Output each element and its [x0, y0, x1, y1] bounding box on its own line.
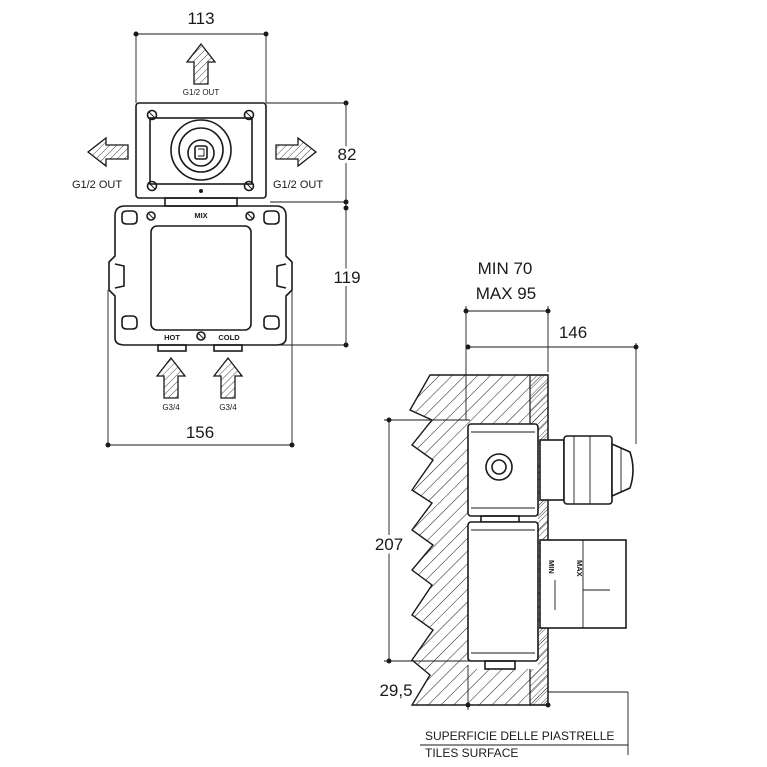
lower-mounting-frame: [108, 205, 293, 346]
mix-label: MIX: [194, 211, 207, 220]
inlet-left-label: G3/4: [162, 403, 180, 412]
tile-surface-note-en: TILES SURFACE: [425, 746, 518, 760]
min-depth-label: MIN 70: [478, 259, 533, 278]
dim-right-upper-label: 82: [338, 145, 357, 164]
cold-label: COLD: [218, 333, 240, 342]
dim-bottom-label: 156: [186, 423, 214, 442]
outlet-top-label: G1/2 OUT: [183, 88, 220, 97]
outlet-left-label: G1/2 OUT: [72, 179, 122, 191]
scale-max-label: MAX: [575, 560, 584, 577]
outlet-top-arrow-icon: [185, 42, 217, 85]
inlet-right-label: G3/4: [219, 403, 237, 412]
inlet-hot-arrow-icon: [155, 356, 187, 399]
outlet-right-label: G1/2 OUT: [273, 179, 323, 191]
side-upper-body: [467, 423, 539, 517]
dim-tile-label: 29,5: [379, 681, 412, 700]
cartridge-icon: [170, 119, 232, 181]
hot-label: HOT: [164, 333, 180, 342]
max-depth-label: MAX 95: [476, 284, 536, 303]
outlet-left-arrow-icon: [86, 136, 129, 168]
side-view: MIN MAX MIN 70 MAX 95 146 207 29,5: [371, 259, 639, 755]
dim-top-label: 113: [187, 9, 214, 28]
frame-slots: [114, 210, 287, 330]
dim-height-label: 207: [375, 535, 403, 554]
upper-screws: [146, 109, 255, 192]
inlet-cold-arrow-icon: [212, 356, 244, 399]
side-lower-body: [467, 521, 539, 662]
side-cartridge-icon: [539, 435, 634, 505]
upper-valve-inner: [149, 117, 253, 185]
dim-right-lower-label: 119: [333, 268, 360, 287]
dim-depth-label: 146: [559, 323, 587, 342]
tile-surface-note-it: SUPERFICIE DELLE PIASTRELLE: [425, 729, 614, 743]
depth-scale: [539, 539, 627, 629]
side-outlet-icon: [485, 453, 513, 481]
front-view: 113 G1/2 OUT G1/2 OUT: [72, 9, 364, 448]
outlet-right-arrow-icon: [275, 136, 318, 168]
lower-valve-inner: [150, 225, 252, 331]
scale-min-label: MIN: [547, 560, 556, 574]
